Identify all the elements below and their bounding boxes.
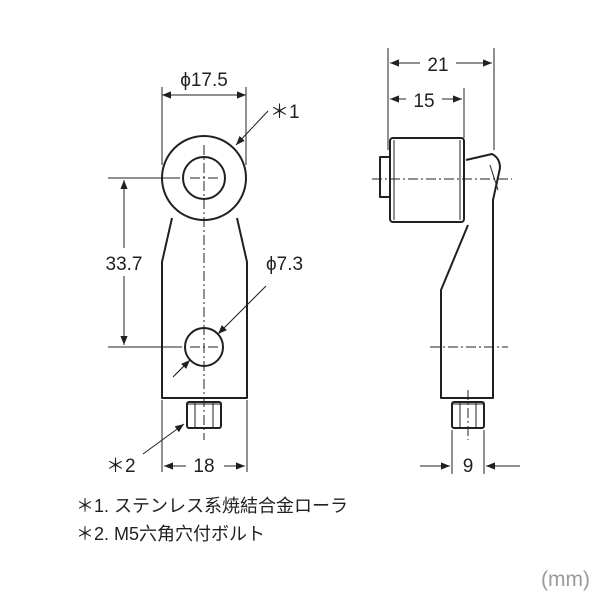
hole-diameter-leader <box>217 285 267 335</box>
roller-diameter-label: ϕ17.5 <box>180 70 228 91</box>
overall-width-label: 21 <box>427 55 448 76</box>
side-roller <box>389 137 465 223</box>
notes: ＊1. ステンレス系焼結合金ローラ ＊2. M5六角穴付ボルト <box>76 496 348 544</box>
side-roller-shaft <box>379 156 391 198</box>
center-distance-label: 33.7 <box>106 254 143 275</box>
roller-note-marker: ＊1 <box>270 102 300 123</box>
hole-diameter-label: ϕ7.3 <box>266 254 303 275</box>
roller-note-leader <box>235 110 269 146</box>
front-view: ϕ17.5 ＊1 33.7 ϕ7.3 18 ＊2 <box>96 70 303 477</box>
bolt-note-leader <box>142 423 185 455</box>
side-lever-arm <box>440 153 501 399</box>
roller-offset-label: 15 <box>413 91 434 112</box>
base-width-label: 18 <box>193 456 214 477</box>
bolt-note-marker: ＊2 <box>106 456 136 477</box>
unit-label: (mm) <box>541 568 590 591</box>
arm-thickness-label: 9 <box>463 456 474 477</box>
note-2: ＊2. M5六角穴付ボルト <box>76 524 265 544</box>
side-view: 21 15 9 <box>372 48 520 477</box>
note-1: ＊1. ステンレス系焼結合金ローラ <box>76 496 348 516</box>
